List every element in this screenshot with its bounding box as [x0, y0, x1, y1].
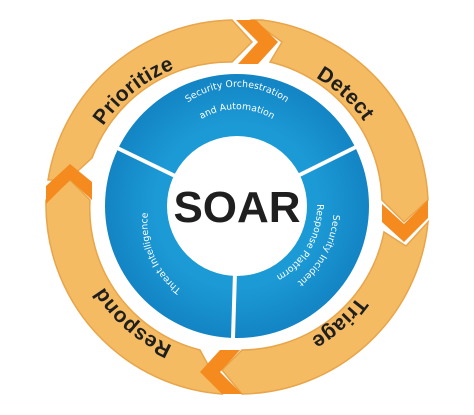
detect-segment — [249, 19, 429, 224]
arrow-accent-bottom — [200, 350, 242, 394]
prioritize-segment — [47, 19, 254, 181]
respond-segment — [45, 178, 224, 395]
arrow-accents — [46, 20, 428, 394]
arrow-accent-left — [46, 164, 92, 204]
center-title: SOAR — [173, 183, 300, 232]
outer-ring — [45, 19, 429, 395]
arrow-accent-right — [382, 200, 428, 242]
center-disk — [167, 136, 307, 276]
arrow-accent-top — [236, 20, 278, 64]
triage-segment — [220, 219, 429, 395]
